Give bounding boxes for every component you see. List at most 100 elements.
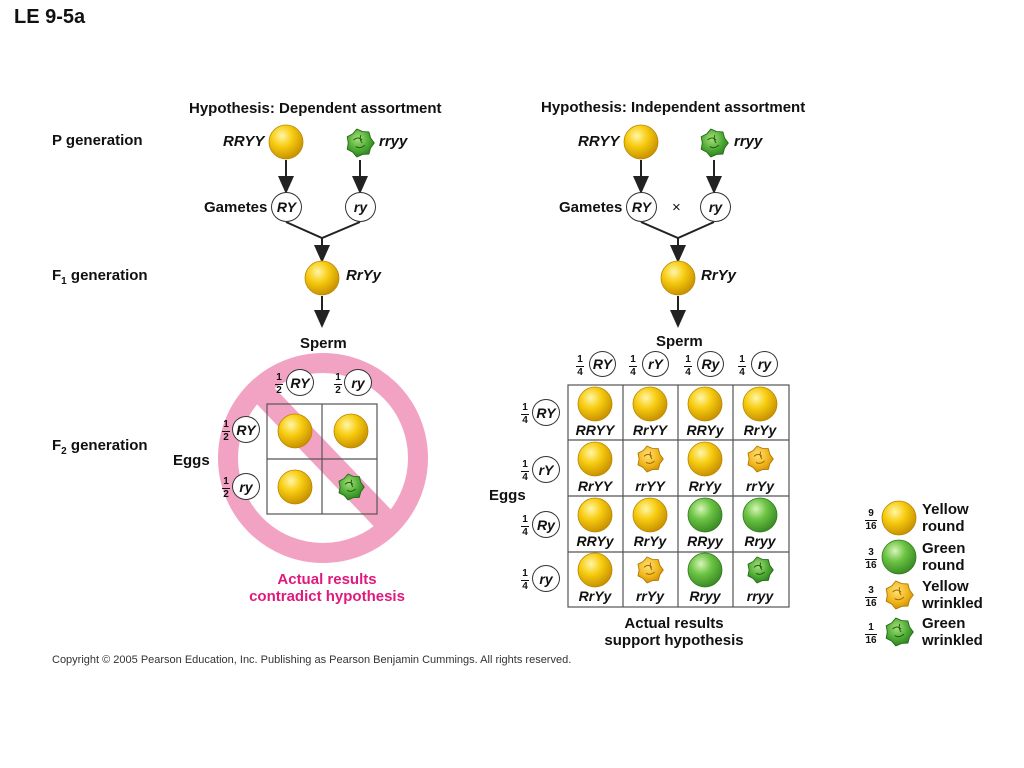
left-result: Actual results contradict hypothesis (249, 571, 405, 605)
right-grid-genotype-1-3: rrYy (745, 478, 775, 494)
right-sperm-gamete-1: rY (642, 351, 669, 377)
left-grid-pea-icon-2 (333, 413, 369, 449)
right-f1-genotype: RrYy (701, 267, 737, 284)
left-f1-genotype: RrYy (346, 267, 382, 284)
legend-pea-icon-1 (881, 539, 917, 575)
prohibited-sign (218, 353, 428, 563)
right-arrows (633, 160, 722, 328)
left-parent2-genotype: rryy (379, 133, 408, 150)
left-grid-pea-icon-1 (277, 413, 313, 449)
right-egg-gamete-0: RY (532, 399, 560, 426)
f1-generation-label: F1 generation (52, 267, 148, 287)
right-f1-pea-icon (660, 260, 696, 296)
left-sperm-label: Sperm (300, 335, 347, 352)
legend-pea-icon-0 (881, 500, 917, 536)
right-grid-pea-icon-3-2 (687, 552, 723, 588)
right-grid-genotype-1-1: rrYY (635, 478, 665, 494)
right-grid-genotype-3-3: rryy (746, 588, 774, 604)
right-grid-genotype-0-3: RrYy (743, 422, 777, 438)
right-parent2-genotype: rryy (734, 133, 763, 150)
right-grid-genotype-3-0: RrYy (578, 588, 612, 604)
right-grid-genotype-2-2: RRyy (687, 533, 723, 549)
right-sperm-label: Sperm (656, 333, 703, 350)
right-grid-pea-icon-0-3 (742, 386, 778, 422)
right-heading: Hypothesis: Independent assortment (541, 99, 806, 116)
right-grid-genotype-1-0: RrYY (577, 478, 613, 494)
right-egg-gamete-2: Ry (532, 511, 560, 538)
left-parent1-pea-icon (268, 124, 304, 160)
right-grid-pea-icon-0-2 (687, 386, 723, 422)
peas (268, 124, 917, 647)
legend-pea-icon-3 (885, 617, 914, 647)
right-gametes-label: Gametes (559, 199, 623, 216)
right-grid-pea-icon-2-3 (742, 497, 778, 533)
right-grid-pea-icon-1-0 (577, 441, 613, 477)
f2-generation-label: F2 generation (52, 437, 148, 457)
right-grid-genotype-2-1: RrYy (633, 533, 667, 549)
right-grid-pea-icon-1-2 (687, 441, 723, 477)
right-grid-genotype-0-0: RRYY (575, 422, 615, 438)
right-grid-genotype-0-2: RRYy (686, 422, 724, 438)
right-grid-genotype-0-1: RrYY (632, 422, 668, 438)
right-punnett-grid (567, 384, 790, 608)
right-grid-genotype-3-2: Rryy (689, 588, 721, 604)
left-parent2-pea-icon (346, 128, 375, 158)
copyright-notice: Copyright © 2005 Pearson Education, Inc.… (52, 654, 572, 666)
left-gamete-ry: ry (345, 192, 376, 222)
right-parent1-genotype: RRYY (578, 133, 620, 150)
left-parent1-genotype: RRYY (223, 133, 265, 150)
right-egg-gamete-3: ry (532, 565, 560, 592)
right-grid-pea-icon-0-1 (632, 386, 668, 422)
left-gamete-RY: RY (271, 192, 302, 222)
slide-title: LE 9-5a (14, 6, 86, 28)
right-grid-pea-icon-3-3 (747, 556, 774, 584)
left-punnett-grid (266, 403, 378, 515)
left-grid-pea-icon-4 (338, 473, 365, 501)
left-egg-ry: ry (232, 473, 260, 500)
right-grid-pea-icon-2-1 (632, 497, 668, 533)
legend-pea-icon-2 (885, 580, 914, 610)
right-grid-pea-icon-3-1 (637, 556, 664, 584)
cross-symbol: × (672, 199, 681, 216)
right-grid-pea-icon-2-2 (687, 497, 723, 533)
right-gamete-ry: ry (700, 192, 731, 222)
right-grid-genotype-3-1: rrYy (635, 588, 665, 604)
left-sperm-ry: ry (344, 369, 372, 396)
right-result: Actual results support hypothesis (604, 615, 744, 649)
left-sperm-RY: RY (286, 369, 314, 396)
right-eggs-label: Eggs (489, 487, 526, 504)
left-heading: Hypothesis: Dependent assortment (189, 100, 442, 117)
left-gametes-label: Gametes (204, 199, 268, 216)
right-grid-genotype-2-0: RRYy (576, 533, 614, 549)
right-sperm-gamete-2: Ry (697, 351, 724, 377)
left-arrows (278, 160, 368, 328)
left-grid-pea-icon-3 (277, 469, 313, 505)
right-gamete-RY: RY (626, 192, 657, 222)
right-parent1-pea-icon (623, 124, 659, 160)
right-grid-pea-icon-2-0 (577, 497, 613, 533)
right-sperm-gamete-3: ry (751, 351, 778, 377)
right-grid-pea-icon-1-1 (637, 445, 664, 473)
left-eggs-label: Eggs (173, 452, 210, 469)
right-grid-pea-icon-3-0 (577, 552, 613, 588)
